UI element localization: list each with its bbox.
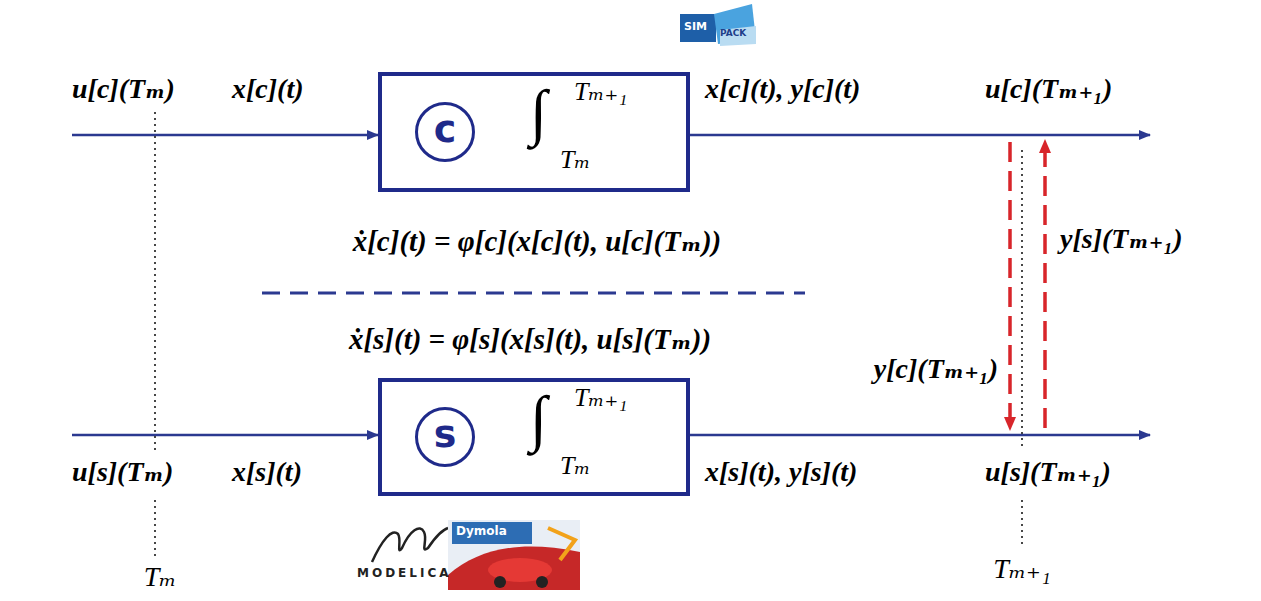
simulator-box: ∫ Tₘ₊₁ Tₘ s bbox=[378, 378, 690, 496]
input-wire bbox=[72, 134, 378, 137]
input-label: u[s](Tₘ₊₁) bbox=[985, 455, 1111, 489]
input-label: u[c](Tₘ₊₁) bbox=[985, 72, 1112, 106]
output-label: x[c](t), y[c](t) bbox=[705, 72, 860, 106]
logo-text: MODELICA bbox=[357, 566, 452, 580]
time-marker bbox=[1021, 150, 1023, 450]
integral-sign: ∫ bbox=[530, 78, 547, 146]
modelica-logo bbox=[372, 528, 448, 562]
system-circle: c bbox=[414, 101, 476, 163]
integral-limit: Tₘ₊₁ bbox=[574, 78, 627, 107]
integral-limit: Tₘ bbox=[560, 452, 590, 481]
ode-equation: ẋ[s](t) = φ[s](x[s](t), u[s](Tₘ)) bbox=[349, 322, 711, 357]
logo-text: Dymola bbox=[456, 524, 507, 538]
exchange-label: y[c](Tₘ₊₁) bbox=[874, 352, 998, 386]
state-label: x[c](t) bbox=[232, 72, 304, 106]
simulator-box: ∫ Tₘ₊₁ Tₘ c bbox=[378, 72, 690, 192]
input-label: u[s](Tₘ) bbox=[72, 455, 173, 489]
logo-text: PACK bbox=[720, 28, 746, 39]
time-marker bbox=[1021, 500, 1023, 548]
time-marker bbox=[154, 500, 156, 560]
exchange-arrow bbox=[1008, 142, 1012, 430]
system-letter: c bbox=[434, 109, 457, 151]
output-label: x[s](t), y[s](t) bbox=[705, 455, 857, 489]
system-letter: s bbox=[434, 414, 457, 456]
time-label: Tₘ bbox=[144, 560, 177, 594]
input-label: u[c](Tₘ) bbox=[72, 72, 175, 106]
exchange-arrow bbox=[1043, 140, 1047, 428]
input-wire bbox=[72, 434, 378, 437]
ode-equation: ẋ[c](t) = φ[c](x[c](t), u[c](Tₘ)) bbox=[353, 224, 722, 259]
output-wire bbox=[690, 434, 1150, 437]
integral-limit: Tₘ₊₁ bbox=[574, 384, 627, 413]
exchange-label: y[s](Tₘ₊₁) bbox=[1060, 222, 1183, 256]
integral-limit: Tₘ bbox=[560, 146, 590, 175]
output-wire bbox=[690, 134, 1150, 137]
logo-text: SIM bbox=[684, 20, 707, 33]
simpack-logo bbox=[680, 4, 756, 46]
time-marker bbox=[154, 112, 156, 450]
system-circle: s bbox=[414, 406, 476, 468]
dymola-logo bbox=[448, 520, 580, 590]
state-label: x[s](t) bbox=[232, 455, 302, 489]
integral-sign: ∫ bbox=[530, 384, 547, 452]
separator-line bbox=[262, 292, 805, 295]
time-label: Tₘ₊₁ bbox=[993, 552, 1050, 586]
